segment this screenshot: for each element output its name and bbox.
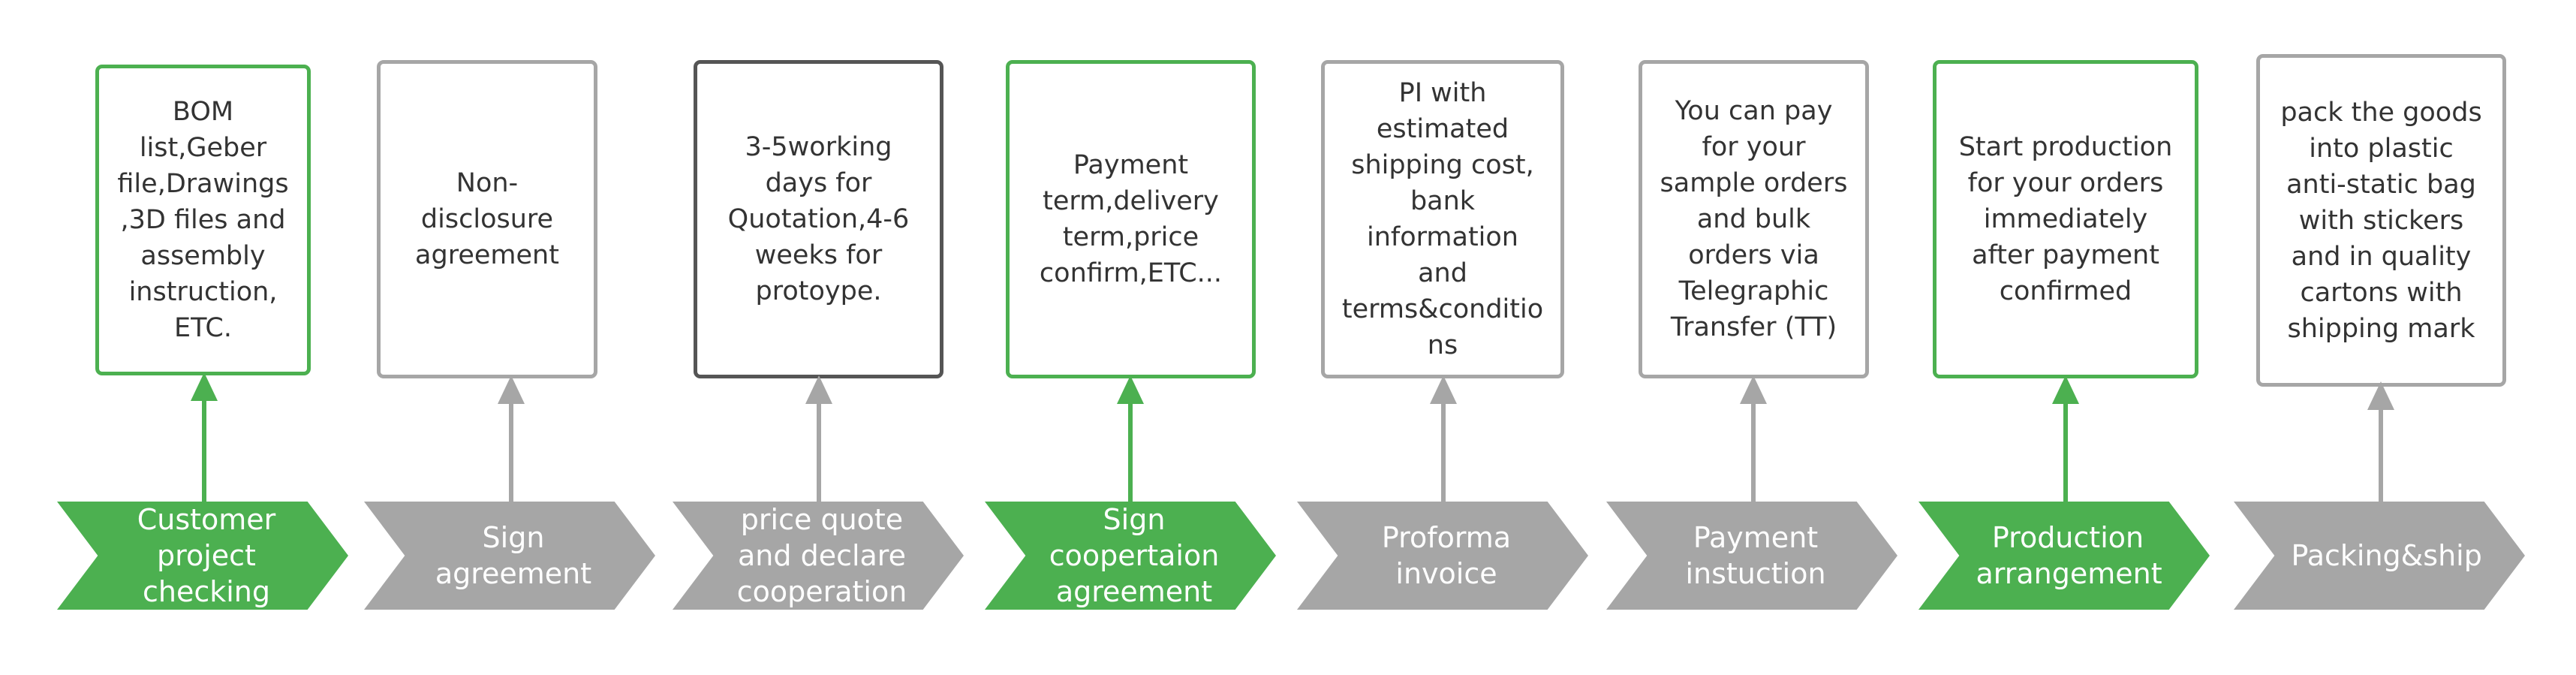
step-1-detail-box: BOM list,Geber file,Drawings,3D files an… xyxy=(95,65,311,375)
step-5-arrow xyxy=(1428,375,1458,502)
step-6-detail-box: You can pay for your sample orders and b… xyxy=(1639,60,1869,378)
step-2-detail-box: Non-disclosure agreement xyxy=(377,60,597,378)
step-6-chevron: Payment instuction xyxy=(1606,502,1897,610)
step-8-arrow-head xyxy=(2367,381,2394,410)
step-7-detail-text: Start production for your orders immedia… xyxy=(1958,132,2173,306)
step-6-label: Payment instuction xyxy=(1685,521,1826,590)
step-8-chevron: Packing&ship xyxy=(2234,502,2525,610)
step-2-arrow xyxy=(496,375,526,502)
step-1-arrow-line xyxy=(202,399,206,502)
step-3-detail-box: 3-5working days for Quotation,4-6 weeks … xyxy=(694,60,943,378)
step-5-arrow-line xyxy=(1441,402,1446,502)
step-5-chevron: Proforma invoice xyxy=(1297,502,1588,610)
step-3-arrow xyxy=(804,375,834,502)
step-4-label: Sign coopertaion agreement xyxy=(1049,503,1220,608)
step-8-label: Packing&ship xyxy=(2291,539,2482,572)
step-3-arrow-head xyxy=(805,375,832,404)
step-4-arrow xyxy=(1115,375,1145,502)
step-4-detail-box: Payment term,delivery term,price confirm… xyxy=(1006,60,1256,378)
step-7-arrow-head xyxy=(2052,375,2079,404)
step-5-detail-text: PI with estimated shipping cost, bank in… xyxy=(1341,78,1544,360)
step-6-arrow-line xyxy=(1751,402,1756,502)
step-7-detail-box: Start production for your orders immedia… xyxy=(1933,60,2198,378)
step-3-detail-text: 3-5working days for Quotation,4-6 weeks … xyxy=(727,132,910,306)
step-1-chevron: Customer project checking xyxy=(57,502,348,610)
step-2-arrow-line xyxy=(509,402,513,502)
step-4-arrow-head xyxy=(1117,375,1144,404)
step-6-detail-text: You can pay for your sample orders and b… xyxy=(1660,96,1848,342)
step-2-arrow-head xyxy=(498,375,525,404)
step-1-arrow-head xyxy=(191,372,218,401)
step-6-arrow-head xyxy=(1740,375,1767,404)
step-1-arrow xyxy=(189,372,219,502)
step-7-arrow-line xyxy=(2063,402,2068,502)
step-5-label: Proforma invoice xyxy=(1381,521,1512,590)
step-7-chevron: Production arrangement xyxy=(1918,502,2210,610)
step-8-arrow xyxy=(2366,381,2396,502)
step-1-detail-text: BOM list,Geber file,Drawings,3D files an… xyxy=(117,97,289,343)
step-5-arrow-head xyxy=(1430,375,1457,404)
step-1-label: Customer project checking xyxy=(137,503,276,608)
step-8-detail-text: pack the goods into plastic anti-static … xyxy=(2280,97,2482,344)
step-2-chevron: Sign agreement xyxy=(364,502,655,610)
step-3-chevron: price quote and declare cooperation xyxy=(673,502,964,610)
step-2-detail-text: Non-disclosure agreement xyxy=(415,168,559,270)
step-5-detail-box: PI with estimated shipping cost, bank in… xyxy=(1321,60,1564,378)
step-7-label: Production arrangement xyxy=(1976,521,2162,590)
step-6-arrow xyxy=(1738,375,1768,502)
step-8-arrow-line xyxy=(2379,408,2383,502)
step-7-arrow xyxy=(2051,375,2081,502)
step-8-detail-box: pack the goods into plastic anti-static … xyxy=(2256,54,2506,387)
step-3-arrow-line xyxy=(817,402,821,502)
step-4-arrow-line xyxy=(1128,402,1133,502)
step-2-label: Sign agreement xyxy=(435,521,592,590)
step-4-detail-text: Payment term,delivery term,price confirm… xyxy=(1039,150,1223,288)
step-3-label: price quote and declare cooperation xyxy=(736,503,907,608)
step-4-chevron: Sign coopertaion agreement xyxy=(985,502,1276,610)
